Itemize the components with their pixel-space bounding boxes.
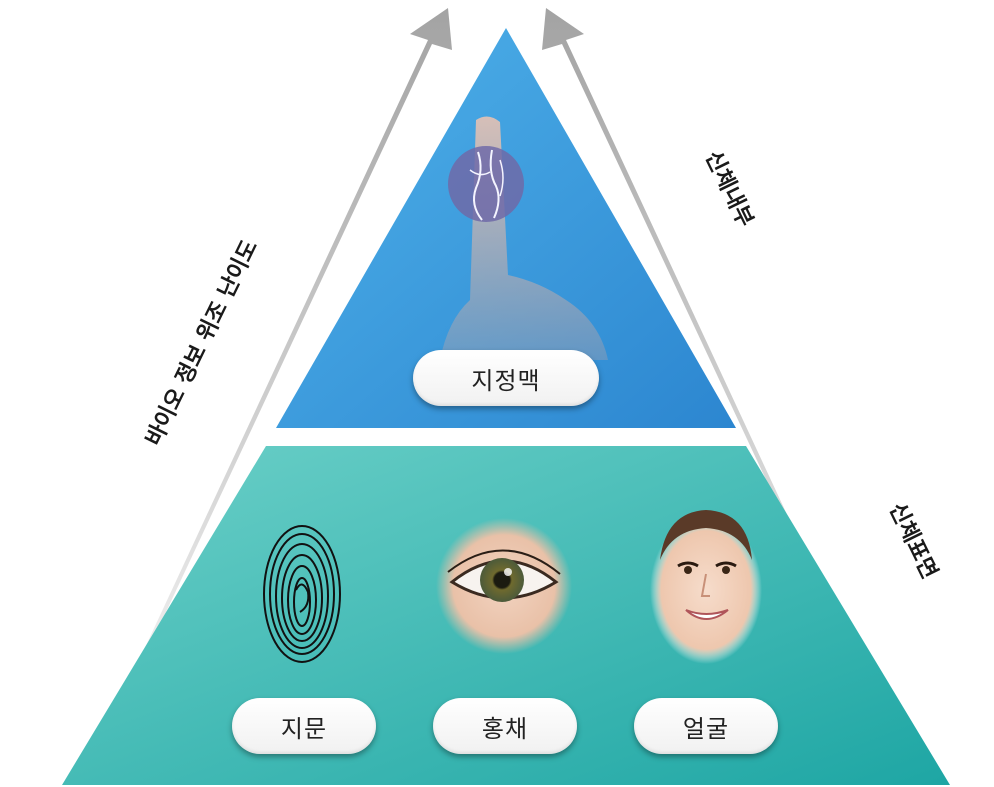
label-face: 얼굴 xyxy=(634,698,778,754)
label-fingerprint: 지문 xyxy=(232,698,376,754)
label-iris: 홍채 xyxy=(433,698,577,754)
iris-eye-icon xyxy=(436,518,572,654)
label-finger-vein: 지정맥 xyxy=(413,350,599,406)
